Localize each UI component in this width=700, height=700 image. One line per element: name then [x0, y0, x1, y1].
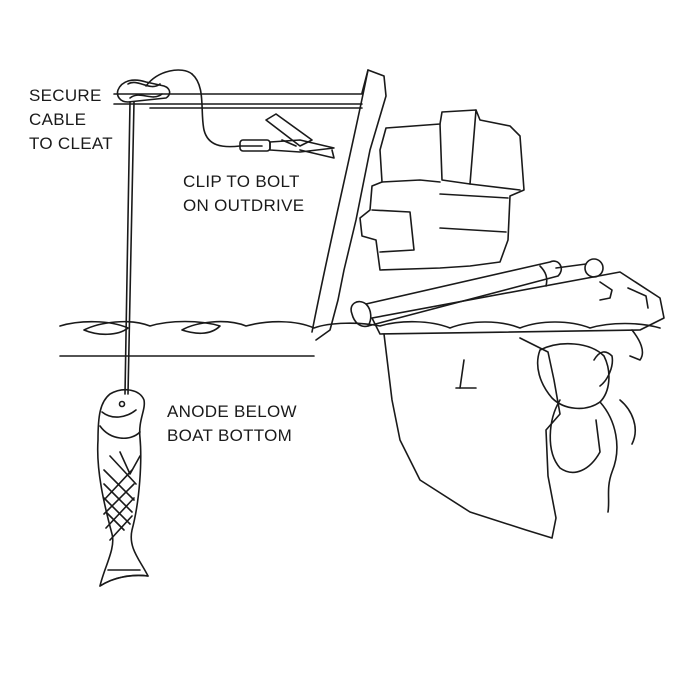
label-line: SECURE	[29, 84, 113, 108]
label-line: CLIP TO BOLT	[183, 170, 304, 194]
boat-transom	[312, 70, 386, 340]
label-clip-to-bolt: CLIP TO BOLT ON OUTDRIVE	[183, 170, 304, 218]
clip-cable	[192, 74, 262, 147]
cleat-icon	[117, 70, 192, 102]
water-surface-icon	[60, 322, 660, 357]
label-line: CABLE	[29, 108, 113, 132]
anode-cable	[125, 102, 134, 394]
label-line: BOAT BOTTOM	[167, 424, 297, 448]
label-line: ANODE BELOW	[167, 400, 297, 424]
label-line: ON OUTDRIVE	[183, 194, 304, 218]
alligator-clip-icon	[240, 114, 334, 158]
fish-anode-icon	[98, 390, 148, 586]
label-anode-below: ANODE BELOW BOAT BOTTOM	[167, 400, 297, 448]
label-line: TO CLEAT	[29, 132, 113, 156]
label-secure-cable: SECURE CABLE TO CLEAT	[29, 84, 113, 156]
